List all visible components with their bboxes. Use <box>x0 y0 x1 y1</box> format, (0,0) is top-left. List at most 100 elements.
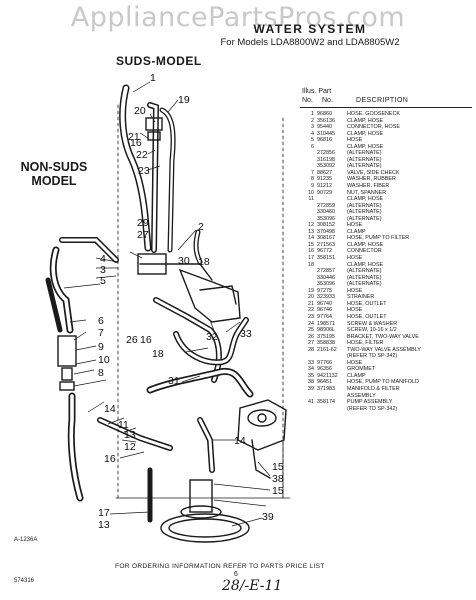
part-number: 198571 <box>317 320 335 327</box>
callout-26: 26 <box>126 334 138 346</box>
part-description: (ALTERNATE) <box>347 215 382 222</box>
watermark: AppliancePartsPros.com <box>70 2 406 33</box>
illus-number: 38 <box>308 379 314 386</box>
illus-number: 35 <box>308 372 314 379</box>
part-description: CONNECTOR, HOSE <box>347 124 400 131</box>
parts-table-rule <box>300 107 472 108</box>
illus-number: 23 <box>308 313 314 320</box>
part-number: 308152 <box>317 222 335 229</box>
illus-number: 13 <box>308 228 314 235</box>
callout-18: 18 <box>198 256 210 268</box>
part-description: STRAINER <box>347 294 375 301</box>
part-number: 272859 <box>317 202 335 209</box>
part-number: 370498 <box>317 228 335 235</box>
part-description: (REFER TO SP-342) <box>347 405 398 412</box>
part-number: 353096 <box>317 281 335 288</box>
part-description: CLAMP, HOSE <box>347 117 384 124</box>
part-description: (ALTERNATE) <box>347 209 382 216</box>
callout-16b: 16 <box>140 334 152 346</box>
part-description: ASSEMBLY <box>347 392 376 399</box>
part-number: 95440 <box>317 124 332 131</box>
part-number: 96746 <box>317 307 332 314</box>
part-description: HOSE, FILTER <box>347 340 384 347</box>
callout-10: 10 <box>98 354 110 366</box>
callout-33: 33 <box>240 328 252 340</box>
part-number: 96740 <box>317 300 332 307</box>
part-description: CLAMP, HOSE <box>347 130 384 137</box>
illus-number: 10 <box>308 189 314 196</box>
illus-number: 2 <box>311 117 314 124</box>
part-description: CLAMP <box>347 228 366 235</box>
illus-number: 41 <box>308 399 314 406</box>
parts-row: 272859(ALTERNATE) <box>302 203 472 210</box>
part-description: CONNECTOR <box>347 248 382 255</box>
callout-12: 12 <box>124 441 136 453</box>
part-description: HOSE <box>347 255 363 262</box>
callout-1: 1 <box>150 72 156 84</box>
callout-2: 2 <box>198 221 204 233</box>
part-description: VALVE, SIDE CHECK <box>347 169 400 176</box>
illus-number: 25 <box>308 327 314 334</box>
illus-number: 26 <box>308 333 314 340</box>
part-number: 375195 <box>317 333 335 340</box>
model-subtitle: For Models LDA8800W2 and LDA8805W2 <box>220 37 400 48</box>
illus-number: 6 <box>311 143 314 150</box>
illus-number <box>302 406 317 413</box>
part-description: (ALTERNATE) <box>347 150 382 157</box>
illus-number: 27 <box>308 340 314 347</box>
part-description: WASHER, FIBER <box>347 183 390 190</box>
callout-17: 17 <box>98 507 110 519</box>
illus-number: 5 <box>311 137 314 144</box>
parts-row: 353096 (ALTERNATE) <box>302 281 472 288</box>
part-description: NUT, SPANNER <box>347 189 387 196</box>
callout-16c: 16 <box>104 453 116 465</box>
callout-15b: 15 <box>272 485 284 497</box>
callout-29: 29 <box>137 217 149 229</box>
callout-21: 21 <box>128 131 140 143</box>
part-number: 2161-62 <box>317 346 337 353</box>
callout-22: 22 <box>136 149 148 161</box>
part-description: (ALTERNATE) <box>347 163 382 170</box>
parts-table-header-no: No. <box>302 97 313 104</box>
part-number: 97766 <box>317 359 332 366</box>
callout-30: 30 <box>178 255 190 267</box>
part-description: (ALTERNATE) <box>347 281 382 288</box>
parts-row: 272856(ALTERNATE) <box>302 150 472 157</box>
part-description: HOSE <box>347 287 363 294</box>
callout-7: 7 <box>98 327 104 339</box>
part-number: 358174 <box>317 399 335 406</box>
callout-20: 20 <box>134 105 146 117</box>
part-description: HOSE <box>347 137 363 144</box>
part-description: (ALTERNATE) <box>347 274 382 281</box>
illus-number: 4 <box>311 130 314 137</box>
page-number: 6 <box>234 571 238 578</box>
parts-row: (REFER TO SP-342) <box>302 406 472 413</box>
part-description: CLAMP, HOSE <box>347 196 384 203</box>
illus-number: 20 <box>308 294 314 301</box>
callout-4: 4 <box>100 253 106 265</box>
part-number: 271563 <box>317 241 335 248</box>
